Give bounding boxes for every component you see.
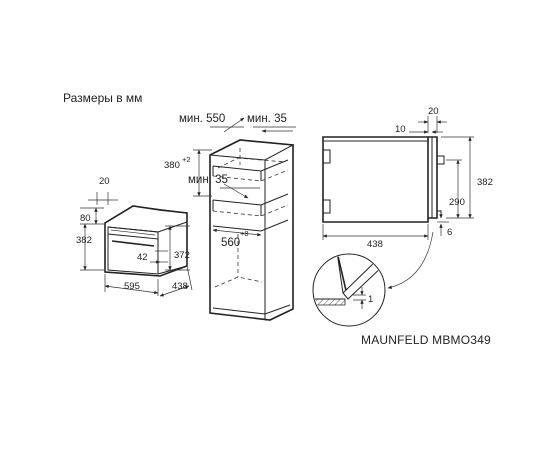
niche-w-560: 560 xyxy=(221,237,240,249)
side-dim-438: 438 xyxy=(367,239,383,250)
front-dim-595: 595 xyxy=(124,281,140,292)
side-dim-10: 10 xyxy=(395,124,406,135)
niche-cabinet: мин. 550 мин. 35 380 +2 мин. 35 560 +8 xyxy=(164,113,296,321)
side-dim-20: 20 xyxy=(428,106,439,117)
niche-h-380: 380 xyxy=(164,160,180,171)
niche-h-380-tolerance: +2 xyxy=(182,155,191,164)
front-dim-20: 20 xyxy=(99,176,110,187)
front-dim-382: 382 xyxy=(76,235,92,246)
side-dim-6: 6 xyxy=(447,227,452,238)
side-dim-382: 382 xyxy=(477,177,493,188)
niche-min-550: мин. 550 xyxy=(179,113,225,125)
units-caption: Размеры в мм xyxy=(63,91,143,105)
front-dim-438: 438 xyxy=(172,281,188,292)
model-name: MAUNFELD MBMO349 xyxy=(361,333,491,347)
niche-min-35-mid: мин. 35 xyxy=(188,174,228,186)
front-dim-42: 42 xyxy=(137,252,148,263)
niche-min-35-top: мин. 35 xyxy=(247,113,287,125)
side-dim-290: 290 xyxy=(449,197,465,208)
oven-front-view: 20 80 382 42 372 595 xyxy=(76,176,193,297)
detail-circle: 1 xyxy=(312,253,386,327)
oven-side-view: 20 10 382 290 438 6 xyxy=(322,106,493,289)
detail-dim-1: 1 xyxy=(368,294,373,305)
front-dim-80: 80 xyxy=(80,213,91,224)
front-dim-372: 372 xyxy=(174,250,190,261)
niche-w-560-tolerance: +8 xyxy=(240,229,249,238)
